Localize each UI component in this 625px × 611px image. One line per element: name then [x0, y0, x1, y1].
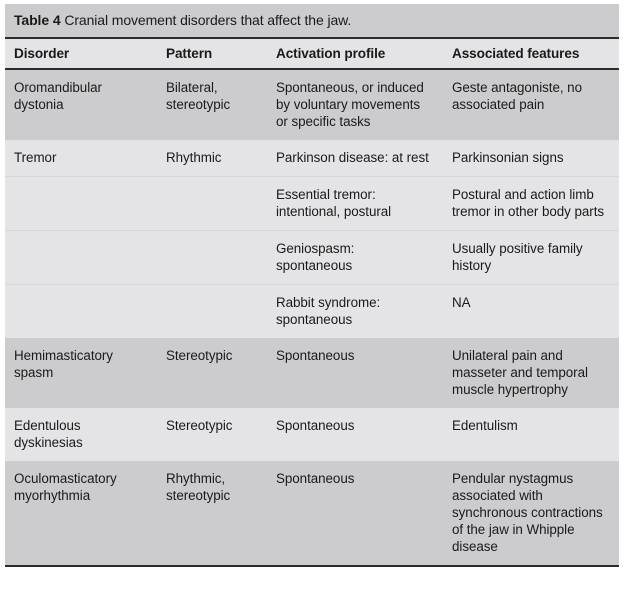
column-header-disorder: Disorder: [5, 37, 157, 70]
column-header-associated-features: Associated features: [443, 37, 620, 70]
table-row: Rabbit syndrome: spontaneous NA: [5, 283, 620, 338]
caption-row: Table 4 Cranial movement disorders that …: [5, 4, 620, 39]
cell-activation: Spontaneous: [267, 337, 443, 408]
column-header-pattern: Pattern: [157, 37, 267, 70]
table-body: Oromandibular dystonia Bilateral, stereo…: [5, 68, 620, 567]
cell-disorder: [5, 229, 157, 285]
table-head: Table 4 Cranial movement disorders that …: [5, 4, 620, 70]
cranial-movement-disorders-table: Table 4 Cranial movement disorders that …: [5, 4, 620, 567]
cell-features: NA: [443, 283, 620, 338]
cell-features: Unilateral pain and masseter and tempora…: [443, 337, 620, 408]
table-row: Tremor Rhythmic Parkinson disease: at re…: [5, 139, 620, 177]
table-row: Oculomasticatory myorhythmia Rhythmic, s…: [5, 460, 620, 567]
table-caption: Table 4 Cranial movement disorders that …: [5, 4, 620, 39]
column-header-activation-profile: Activation profile: [267, 37, 443, 70]
cell-features: Edentulism: [443, 407, 620, 461]
cell-pattern: Stereotypic: [157, 337, 267, 408]
cell-activation: Spontaneous: [267, 407, 443, 461]
cell-disorder: [5, 175, 157, 231]
table-row: Geniospasm: spontaneous Usually positive…: [5, 229, 620, 285]
caption-label: Table 4: [14, 12, 61, 28]
table-row: Hemimasticatory spasm Stereotypic Sponta…: [5, 337, 620, 408]
table-row: Edentulous dyskinesias Stereotypic Spont…: [5, 407, 620, 461]
cell-pattern: Stereotypic: [157, 407, 267, 461]
cell-activation: Spontaneous, or induced by voluntary mov…: [267, 68, 443, 140]
cell-features: Geste antagoniste, no associated pain: [443, 68, 620, 140]
cell-pattern: Rhythmic, stereotypic: [157, 460, 267, 567]
cell-disorder: Edentulous dyskinesias: [5, 407, 157, 461]
cell-pattern: [157, 229, 267, 285]
table-row: Essential tremor: intentional, postural …: [5, 175, 620, 231]
cell-disorder: Oromandibular dystonia: [5, 68, 157, 140]
caption-text: Cranial movement disorders that affect t…: [64, 12, 352, 28]
cell-activation: Geniospasm: spontaneous: [267, 229, 443, 285]
cell-activation: Rabbit syndrome: spontaneous: [267, 283, 443, 338]
cell-disorder: Hemimasticatory spasm: [5, 337, 157, 408]
cell-features: Usually positive family history: [443, 229, 620, 285]
table-header-row: Disorder Pattern Activation profile Asso…: [5, 37, 620, 70]
cell-activation: Spontaneous: [267, 460, 443, 567]
cell-features: Parkinsonian signs: [443, 139, 620, 177]
cell-pattern: Bilateral, stereotypic: [157, 68, 267, 140]
cell-disorder: Oculomasticatory myorhythmia: [5, 460, 157, 567]
cell-pattern: [157, 175, 267, 231]
cell-pattern: Rhythmic: [157, 139, 267, 177]
cell-disorder: [5, 283, 157, 338]
cell-features: Pendular nystagmus associated with synch…: [443, 460, 620, 567]
cell-disorder: Tremor: [5, 139, 157, 177]
cell-activation: Essential tremor: intentional, postural: [267, 175, 443, 231]
cell-activation: Parkinson disease: at rest: [267, 139, 443, 177]
cell-features: Postural and action limb tremor in other…: [443, 175, 620, 231]
cell-pattern: [157, 283, 267, 338]
table-row: Oromandibular dystonia Bilateral, stereo…: [5, 68, 620, 140]
